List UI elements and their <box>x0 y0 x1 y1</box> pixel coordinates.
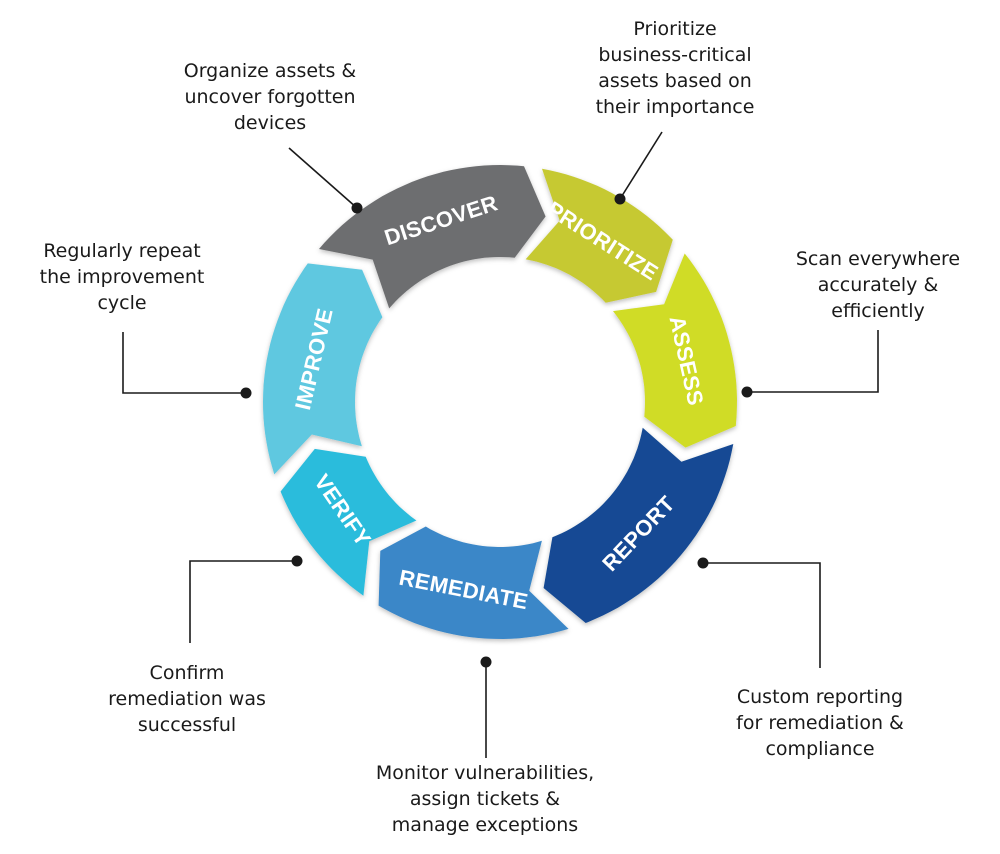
connector-report <box>703 562 821 668</box>
stage-discover: DISCOVER <box>319 165 546 309</box>
segment-report <box>543 427 734 623</box>
stage-report: REPORT <box>543 427 734 623</box>
segment-improve <box>263 263 383 475</box>
connector-prioritize <box>619 131 663 200</box>
stage-prioritize: PRIORITIZE <box>525 168 673 303</box>
segment-remediate <box>378 526 569 639</box>
connector-assess <box>747 330 879 393</box>
connector-dot-remediate <box>480 656 492 668</box>
connector-discover <box>288 147 358 209</box>
segment-discover <box>319 165 546 309</box>
connector-improve <box>122 332 246 394</box>
segment-verify <box>280 448 417 596</box>
segment-assess <box>613 253 737 448</box>
segment-prioritize <box>525 168 673 303</box>
stage-improve: IMPROVE <box>263 263 383 475</box>
connector-dot-prioritize <box>614 193 626 205</box>
connector-dot-report <box>697 557 709 569</box>
connector-dot-assess <box>741 386 753 398</box>
stage-assess: ASSESS <box>613 253 737 448</box>
stage-verify: VERIFY <box>280 448 417 596</box>
connector-dot-verify <box>291 555 303 567</box>
note-remediate: Monitor vulnerabilities,assign tickets &… <box>375 762 595 836</box>
connector-dot-improve <box>240 387 252 399</box>
connector-verify <box>189 560 297 643</box>
stage-remediate: REMEDIATE <box>378 526 569 639</box>
connector-dot-discover <box>351 202 363 214</box>
